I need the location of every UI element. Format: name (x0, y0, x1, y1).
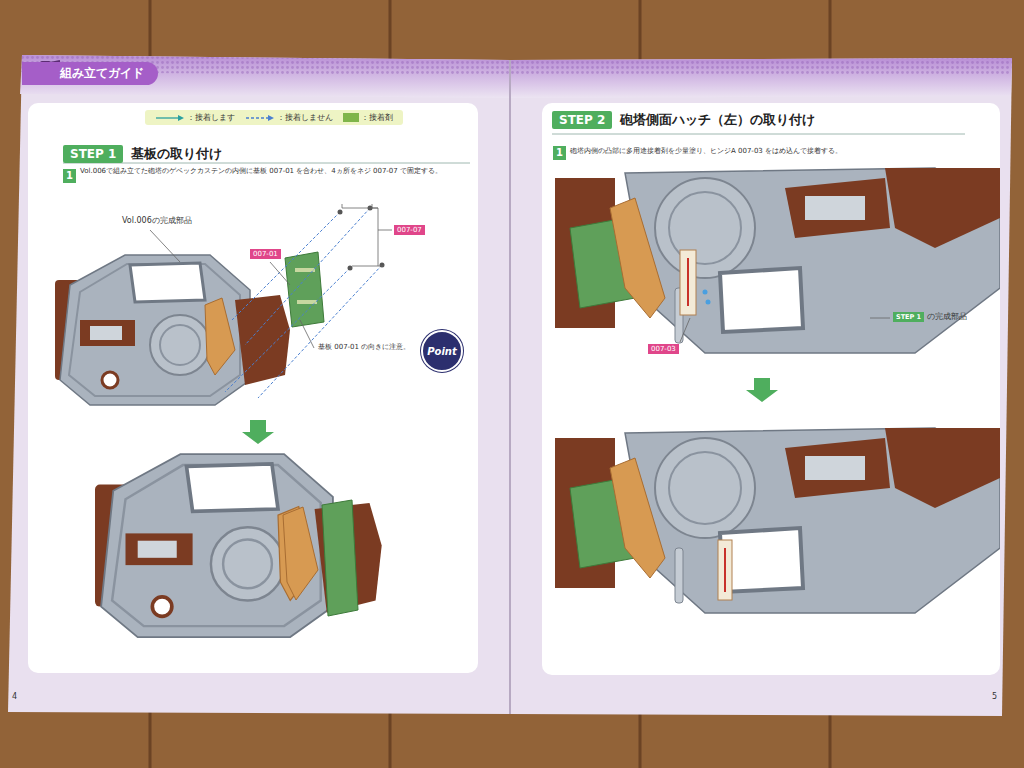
legend-text: ：接着剤 (361, 112, 393, 123)
part-callout: 007-01 (250, 249, 281, 259)
caution-note: 基板 007-01 の向きに注意。 (318, 343, 410, 352)
page-number: 4 (12, 692, 17, 703)
node-text: Point (427, 346, 457, 357)
node-text: STEP 2 (552, 111, 612, 129)
guide-title-tag: 組み立てガイド (22, 62, 158, 85)
point-badge: Point (421, 330, 463, 372)
legend-text: ：接着します (187, 112, 235, 123)
node-heading: 基板の取り付け (131, 145, 222, 163)
legend-arrow-line (246, 117, 269, 118)
node-text: 1 (556, 147, 563, 158)
guide-title: 組み立てガイド (60, 66, 144, 80)
legend-item: ：接着しません (245, 112, 333, 123)
completed-part-note: STEP 1の完成部品 (893, 312, 967, 322)
legend-arrow-sample (155, 114, 185, 122)
node-text: 1 (66, 170, 73, 181)
node-heading: 砲塔側面ハッチ（左）の取り付け (620, 111, 815, 129)
step-heading: STEP 2 砲塔側面ハッチ（左）の取り付け (552, 111, 815, 129)
page-number: 5 (992, 692, 997, 703)
instruction-text: Vol.006で組み立てた砲塔のゲベックカステンの内側に基板 007-01 を合… (80, 167, 442, 176)
legend-box: ：接着します ：接着しません ：接着剤 (145, 110, 403, 125)
legend-arrow-line (156, 117, 179, 118)
part-callout: 007-03 (648, 344, 679, 354)
legend-arrow-head (268, 115, 274, 121)
node-text: 007-03 (651, 345, 676, 353)
part-note: Vol.006の完成部品 (122, 216, 192, 227)
node-text: 007-07 (397, 226, 422, 234)
step-number: 1 (553, 146, 566, 160)
node-text: 007-01 (253, 250, 278, 258)
legend-arrow-sample (245, 114, 275, 122)
legend-text: ：接着しません (277, 112, 333, 123)
legend-swatch (343, 113, 359, 122)
booklet-pages (8, 55, 1012, 716)
legend-item: ：接着します (155, 112, 235, 123)
step-number: 1 (63, 169, 76, 183)
node-text: STEP 1 (63, 145, 123, 163)
instruction-text: 砲塔内側の凸部に多用途接着剤を少量塗り、ヒンジA 007-03 をはめ込んで接着… (570, 147, 842, 156)
step2-illustration (555, 168, 1000, 613)
part-callout: 007-07 (394, 225, 425, 235)
step-heading: STEP 1 基板の取り付け (63, 145, 222, 163)
legend-arrow-head (178, 115, 184, 121)
step1-illustration (55, 204, 392, 637)
node-text: STEP 1 (893, 312, 924, 322)
node-heading: の完成部品 (927, 312, 967, 322)
legend-item: ：接着剤 (343, 112, 393, 123)
